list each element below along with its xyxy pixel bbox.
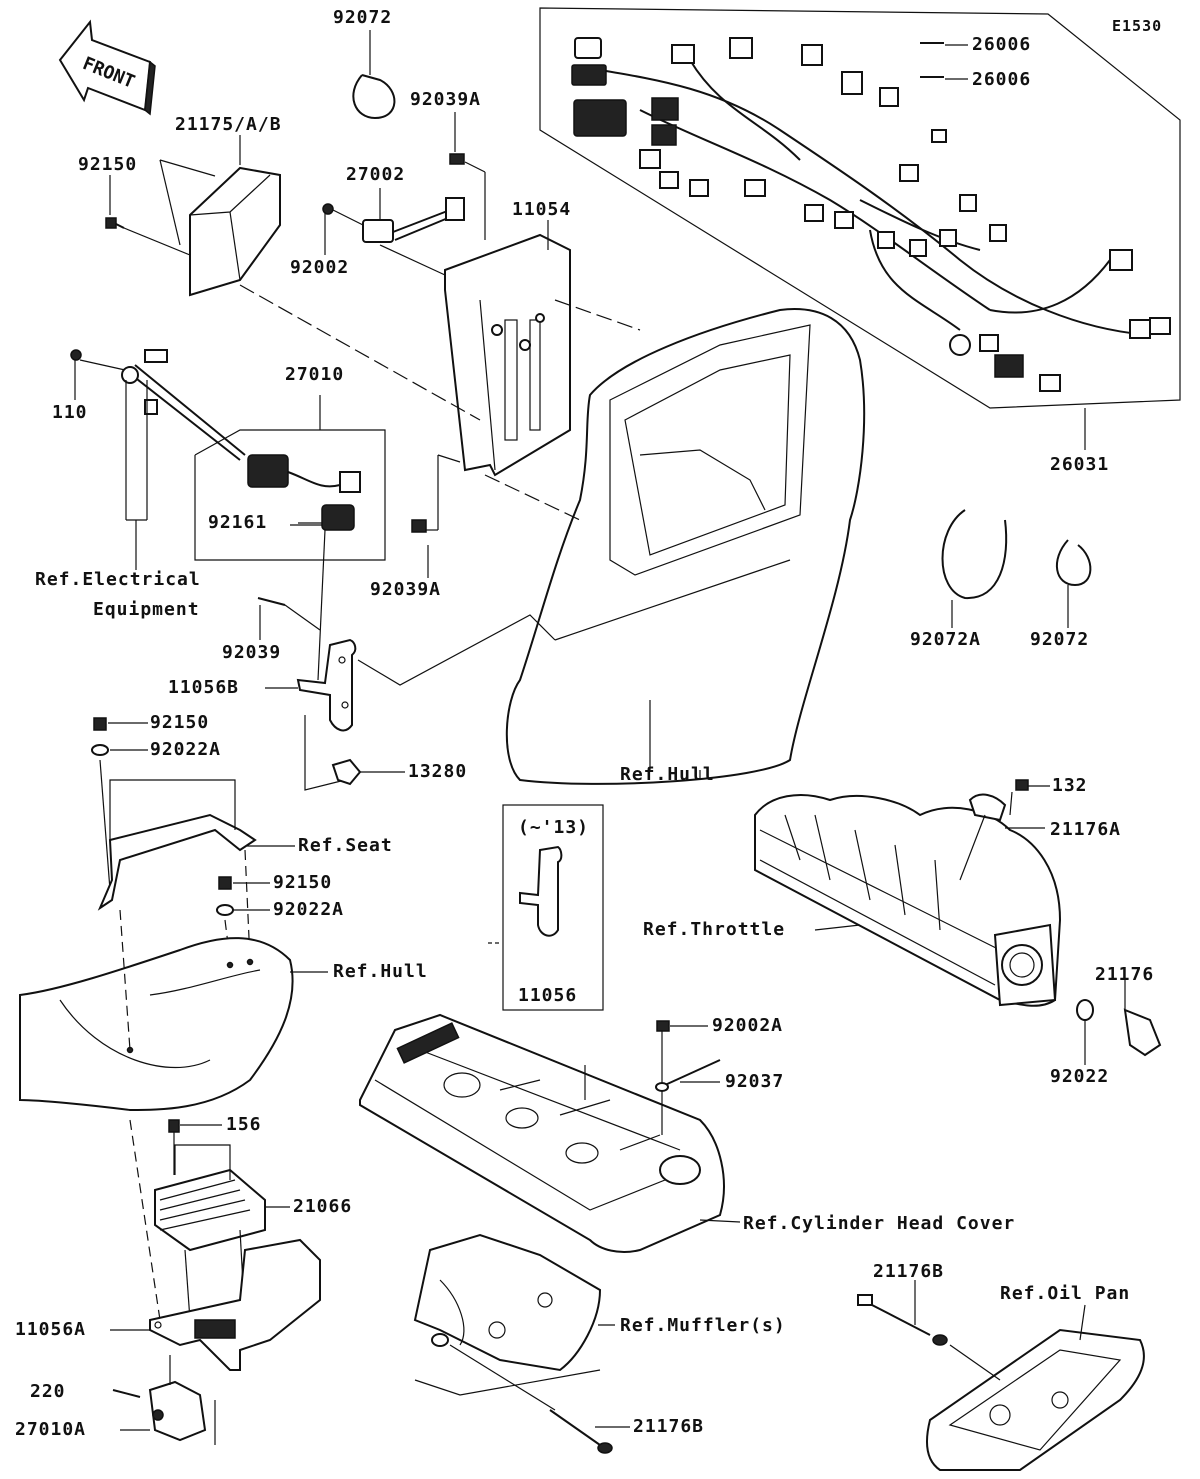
label-92022a-mid: 92022A xyxy=(150,739,222,760)
label-21176: 21176 xyxy=(1095,964,1155,985)
cable-tie-top-icon xyxy=(352,74,396,120)
label-11056: 11056 xyxy=(518,985,578,1006)
label-21066: 21066 xyxy=(293,1196,353,1217)
label-ref-seat: Ref.Seat xyxy=(298,835,393,856)
label-92150-mid: 92150 xyxy=(150,712,210,733)
label-11054: 11054 xyxy=(512,199,572,220)
label-92039: 92039 xyxy=(222,642,282,663)
label-26006-b: 26006 xyxy=(972,69,1032,90)
variant-box xyxy=(488,804,604,1011)
electrical-wire-110 xyxy=(70,349,246,570)
label-92072-right: 92072 xyxy=(1030,629,1090,650)
wiring-harness-group xyxy=(539,7,1181,409)
label-220: 220 xyxy=(30,1381,66,1402)
label-92037: 92037 xyxy=(725,1071,785,1092)
label-ref-electrical: Ref.Electrical xyxy=(35,569,201,590)
label-92072-top: 92072 xyxy=(333,7,393,28)
bolt-92150-top-icon xyxy=(105,217,191,256)
label-variant: (~'13) xyxy=(518,817,590,838)
bracket-11056b xyxy=(257,529,556,791)
label-92039a-mid: 92039A xyxy=(370,579,442,600)
oil-pan xyxy=(857,1294,1145,1471)
cable-tie-92072a-icon xyxy=(941,509,1008,600)
label-ref-throttle: Ref.Throttle xyxy=(643,919,786,940)
label-110: 110 xyxy=(52,402,88,423)
label-27010: 27010 xyxy=(285,364,345,385)
front-arrow-icon: FRONT xyxy=(58,19,156,116)
label-92022a-low: 92022A xyxy=(273,899,345,920)
hull-top xyxy=(505,308,866,785)
label-92039a-top: 92039A xyxy=(410,89,482,110)
label-ref-hull-top: Ref.Hull xyxy=(620,764,715,785)
label-11056a: 11056A xyxy=(15,1319,87,1340)
sensor-27002 xyxy=(322,197,465,276)
bolt-92039a-mid-icon xyxy=(411,454,461,533)
regulator-21066 xyxy=(154,1119,266,1321)
label-92072a: 92072A xyxy=(910,629,982,650)
label-21176b-low: 21176B xyxy=(633,1416,705,1437)
label-92150-top: 92150 xyxy=(78,154,138,175)
label-27002: 27002 xyxy=(346,164,406,185)
label-92002a: 92002A xyxy=(712,1015,784,1036)
label-92022: 92022 xyxy=(1050,1066,1110,1087)
label-21176b-right: 21176B xyxy=(873,1261,945,1282)
muffler xyxy=(413,1233,613,1454)
bolt-92039a-top-icon xyxy=(449,153,486,240)
label-156: 156 xyxy=(226,1114,262,1135)
hull-bottom-left xyxy=(19,909,294,1321)
bracket-11056a xyxy=(149,1238,321,1371)
ecu-unit xyxy=(159,159,281,297)
label-21176a: 21176A xyxy=(1050,819,1122,840)
label-13280: 13280 xyxy=(408,761,468,782)
label-ref-cylinder-head-cover: Ref.Cylinder Head Cover xyxy=(743,1213,1016,1234)
relay-27010a xyxy=(112,1355,216,1445)
label-21175: 21175/A/B xyxy=(175,114,282,135)
label-ref-hull-low: Ref.Hull xyxy=(333,961,428,982)
dash-lines xyxy=(239,284,641,521)
relay-27010-group xyxy=(194,395,386,561)
label-132: 132 xyxy=(1052,775,1088,796)
bracket-11054 xyxy=(444,233,571,477)
label-ref-electrical-2: Equipment xyxy=(93,599,200,620)
label-92150-low: 92150 xyxy=(273,872,333,893)
label-92002: 92002 xyxy=(290,257,350,278)
leader-lines xyxy=(74,30,1086,1431)
seat-bracket xyxy=(91,717,257,961)
label-92161: 92161 xyxy=(208,512,268,533)
label-11056b: 11056B xyxy=(168,677,240,698)
label-ref-oil-pan: Ref.Oil Pan xyxy=(1000,1283,1131,1304)
cylinder-head-cover xyxy=(359,1013,725,1253)
cable-tie-92072-right-icon xyxy=(1055,539,1092,587)
label-26031: 26031 xyxy=(1050,454,1110,475)
throttle-body xyxy=(754,779,1162,1057)
label-27010a: 27010A xyxy=(15,1419,87,1440)
diagram-code: E1530 xyxy=(1112,17,1163,35)
label-26006-a: 26006 xyxy=(972,34,1032,55)
label-ref-muffler: Ref.Muffler(s) xyxy=(620,1315,786,1336)
